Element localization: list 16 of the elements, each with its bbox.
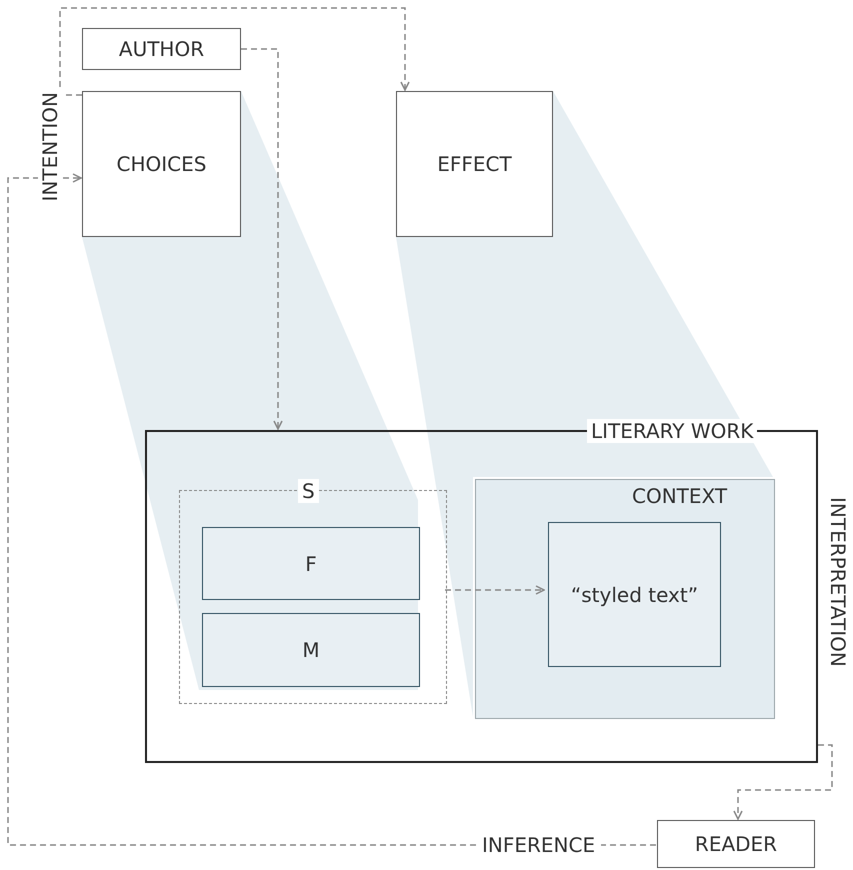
text-box: F: [202, 527, 420, 600]
dashed-arrow: [7, 173, 656, 846]
process-box: READER: [657, 820, 815, 868]
process-box: AUTHOR: [82, 28, 241, 70]
text-box: “styled text”: [548, 522, 721, 667]
group-title: LITERARY WORK: [587, 419, 758, 443]
process-box: CHOICES: [82, 91, 241, 237]
dashed-arrow: [59, 7, 410, 96]
dashed-arrow: [445, 585, 545, 595]
text-box: M: [202, 613, 420, 687]
group-title: S: [298, 479, 319, 503]
context-panel: [475, 479, 775, 719]
dashed-arrow: [733, 744, 833, 820]
process-box: EFFECT: [396, 91, 553, 237]
dashed-arrow: [241, 48, 283, 430]
group-title: CONTEXT: [631, 484, 728, 508]
